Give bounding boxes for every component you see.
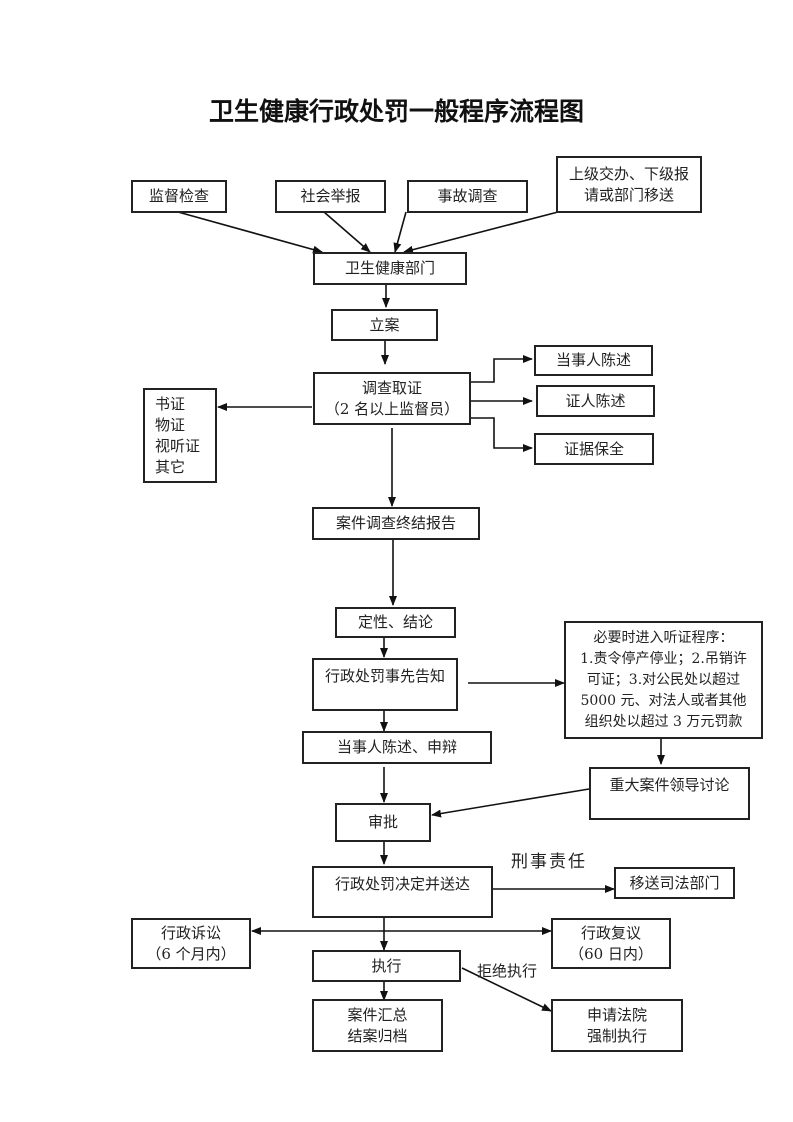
- box-hearing-procedure: 必要时进入听证程序： 1.责令停产停业；2.吊销许 可证；3.对公民处以超过 5…: [564, 621, 763, 739]
- box-conclusion: 定性、结论: [335, 607, 456, 638]
- box-label-line: 行政诉讼: [160, 923, 221, 942]
- page-title: 卫生健康行政处罚一般程序流程图: [208, 97, 584, 126]
- box-label: 立案: [369, 315, 400, 334]
- box-label: 案件调查终结报告: [335, 514, 456, 532]
- box-label-line: （60 日内）: [569, 944, 653, 963]
- box-label-line: （6 个月内）: [146, 944, 236, 963]
- box-court-enforcement: 申请法院 强制执行: [551, 999, 683, 1052]
- arrow-investigation-to-preservation: [471, 417, 533, 452]
- box-label: 定性、结论: [357, 613, 433, 631]
- hearing-line: 必要时进入听证程序：: [593, 629, 734, 646]
- box-evidence-types: 书证 物证 视听证 其它: [143, 388, 217, 483]
- box-label-line: 请或部门移送: [583, 185, 674, 204]
- box-leadership-discussion: 重大案件领导讨论: [589, 767, 750, 820]
- box-label-line: 调查取证: [361, 378, 422, 397]
- box-transfer: 上级交办、下级报 请或部门移送: [556, 156, 702, 213]
- refuse-execution-label: 拒绝执行: [477, 962, 538, 980]
- box-administrative-litigation: 行政诉讼 （6 个月内）: [131, 918, 251, 969]
- arrow-transfer-to-dept: [403, 211, 559, 254]
- box-public-report: 社会举报: [275, 180, 386, 213]
- hearing-line: 5000 元、对法人或者其他: [580, 692, 747, 709]
- box-label-line: 强制执行: [586, 1026, 647, 1045]
- box-health-department: 卫生健康部门: [313, 252, 467, 285]
- box-label-line: 行政复议: [580, 923, 641, 942]
- box-label: 证人陈述: [565, 391, 626, 410]
- box-label-line: （2 名以上监督员）: [324, 399, 460, 418]
- box-case-filing: 立案: [331, 309, 438, 341]
- box-evidence-preservation: 证据保全: [534, 433, 654, 465]
- box-prior-notice: 行政处罚事先告知: [312, 658, 458, 711]
- evidence-item: 其它: [155, 457, 186, 476]
- arrow-execution-to-court: [461, 967, 552, 1012]
- box-label: 卫生健康部门: [344, 259, 435, 277]
- box-final-report: 案件调查终结报告: [312, 507, 480, 540]
- box-label: 重大案件领导讨论: [609, 776, 730, 794]
- criminal-liability-label: 刑事责任: [511, 852, 587, 872]
- arrow-supervision-to-dept: [177, 211, 323, 254]
- box-case-archive: 案件汇总 结案归档: [312, 999, 443, 1052]
- box-label: 审批: [367, 813, 398, 831]
- box-label-line: 上级交办、下级报: [568, 164, 689, 183]
- box-label: 当事人陈述: [555, 351, 631, 369]
- box-accident-investigation: 事故调查: [407, 180, 528, 213]
- box-label: 当事人陈述、申辩: [336, 738, 457, 756]
- box-administrative-reconsideration: 行政复议 （60 日内）: [551, 918, 671, 969]
- arrow-report-to-dept: [323, 211, 371, 253]
- evidence-item: 物证: [155, 415, 186, 434]
- box-label-line: 结案归档: [347, 1026, 408, 1045]
- arrow-investigation-to-party: [471, 355, 533, 383]
- box-label-line: 案件汇总: [347, 1005, 408, 1024]
- box-label: 行政处罚决定并送达: [334, 875, 470, 893]
- arrow-leadership-to-approval: [431, 788, 590, 818]
- box-label-line: 申请法院: [586, 1005, 647, 1024]
- box-witness-statement: 证人陈述: [536, 385, 655, 417]
- box-party-statement: 当事人陈述: [534, 345, 653, 376]
- box-label: 移送司法部门: [629, 873, 720, 892]
- box-label: 社会举报: [300, 187, 361, 205]
- hearing-line: 组织处以超过 3 万元罚款: [584, 713, 743, 730]
- box-label: 监督检查: [148, 187, 209, 205]
- box-label: 证据保全: [563, 439, 624, 458]
- box-supervision-inspection: 监督检查: [131, 180, 227, 213]
- box-label: 执行: [371, 956, 402, 975]
- box-party-defense: 当事人陈述、申辩: [302, 731, 492, 764]
- arrow-accident-to-dept: [393, 211, 407, 253]
- box-penalty-decision: 行政处罚决定并送达: [312, 866, 493, 918]
- box-judicial-transfer: 移送司法部门: [614, 867, 735, 899]
- hearing-line: 1.责令停产停业；2.吊销许: [580, 650, 747, 667]
- box-investigation: 调查取证 （2 名以上监督员）: [313, 372, 471, 425]
- hearing-line: 可证；3.对公民处以超过: [586, 671, 741, 688]
- box-approval: 审批: [335, 803, 431, 842]
- evidence-item: 视听证: [155, 436, 201, 455]
- box-label: 事故调查: [437, 187, 498, 205]
- box-execution: 执行: [312, 950, 461, 982]
- box-label: 行政处罚事先告知: [324, 667, 445, 685]
- evidence-item: 书证: [155, 394, 186, 413]
